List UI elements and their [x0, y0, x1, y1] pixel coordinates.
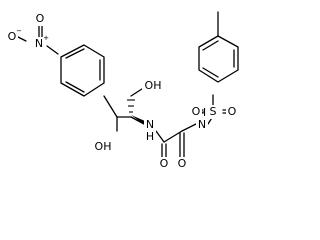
bond-n-c: [155, 130, 165, 143]
tolyl-double-3: [202, 67, 219, 78]
nitro-o-charge: −: [16, 27, 22, 35]
bond-c2-n: [130, 116, 145, 125]
nitro-n-bg: [33, 37, 45, 51]
nitro-group: [17, 25, 59, 55]
nitrophenyl-double-1: [65, 48, 85, 59]
amide-n-label: N: [146, 118, 154, 131]
sulfonyl-o-right-bg: [226, 105, 238, 119]
nitro-o-top-label: O: [36, 12, 45, 25]
carbonyl-o-left-bg: [158, 157, 170, 171]
amide-h-label: H: [146, 130, 154, 143]
carbonyl-o-right-label: O: [178, 157, 187, 170]
sulfur-label: S: [210, 105, 217, 118]
oh-benzylic-bg: [93, 140, 113, 154]
atom-labels: O − N + O OH OH N H N H S: [6, 12, 238, 171]
bond-c-n: [181, 123, 197, 132]
nitro-o-left-label: O: [8, 30, 17, 43]
nitro-o-top-bg: [34, 12, 46, 26]
molecule-structure: O − N + O OH OH N H N H S: [6, 11, 239, 171]
bond-ring-c1: [103, 95, 118, 118]
nitrophenyl-ring: [60, 44, 105, 97]
sulfonamide-n-label: N: [198, 118, 206, 131]
bond-c-c: [163, 130, 183, 143]
tolyl-double-1: [202, 40, 219, 51]
tolyl-hexagon: [198, 35, 239, 83]
nitrophenyl-double-3: [65, 81, 85, 93]
sulfur-bg: [207, 105, 219, 119]
tolyl-ring: [198, 11, 239, 83]
hydroxyl-benzylic-label: OH: [95, 140, 112, 153]
nitro-n-label: N: [35, 37, 43, 50]
nitrophenyl-hexagon: [60, 44, 105, 97]
structure-svg: O − N + O OH OH N H N H S: [6, 11, 239, 171]
bond-o-n: [17, 36, 27, 42]
sulfonamide-n-bg: [196, 118, 208, 132]
oxalamide-core: [155, 123, 197, 159]
carbonyl-o-left-label: O: [160, 157, 169, 170]
oh-top-bg: [142, 79, 162, 93]
bond-n-ring: [46, 45, 59, 55]
sulfonyl-o-left-bg: [190, 105, 202, 119]
sulfonyl-o-right-label: O: [228, 105, 237, 118]
amide-n-bg: [144, 118, 156, 132]
carbonyl-o-right-bg: [176, 157, 188, 171]
hydroxyl-top-right-label: OH: [145, 79, 162, 92]
nitro-o-left-bg: [6, 30, 18, 44]
side-chain: [103, 86, 146, 132]
nitro-n-charge: +: [43, 34, 49, 42]
sulfonyl-o-left-label: O: [192, 105, 201, 118]
